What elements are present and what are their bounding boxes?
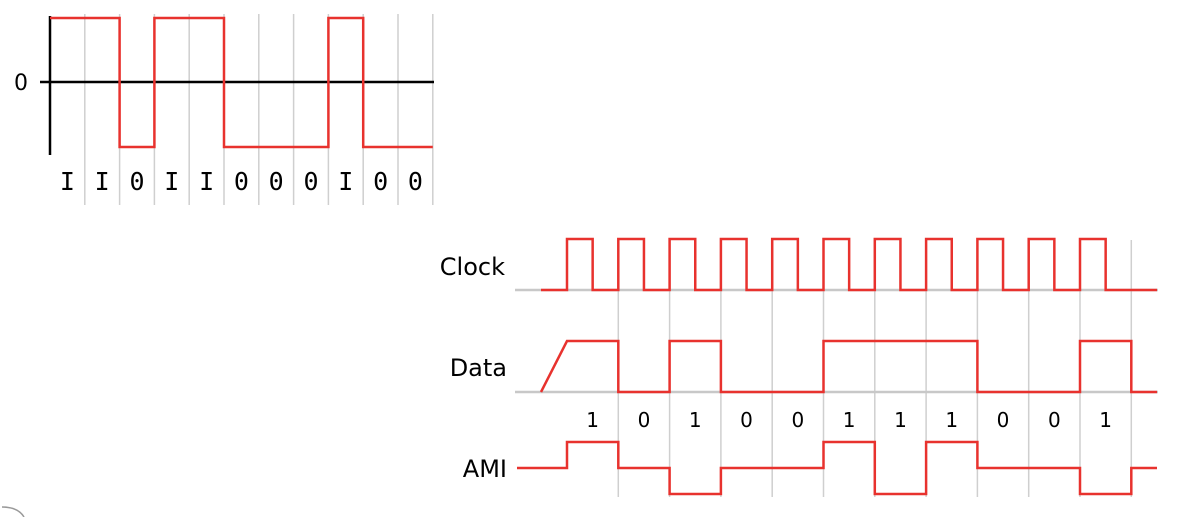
nrz-bit-label: I [338, 167, 353, 196]
data-bit-label: 1 [843, 408, 856, 432]
data-bit-label: 0 [1048, 408, 1061, 432]
data-bit-label: 1 [586, 408, 599, 432]
nrz-bit-label: I [60, 167, 75, 196]
data-bit-label: 1 [945, 408, 958, 432]
data-row-label: Data [450, 354, 507, 382]
nrz-signal-trace [50, 16, 433, 149]
clock-signal-trace [541, 237, 1157, 292]
data-bit-label: 0 [638, 408, 651, 432]
data-bit-labels: 1 0 1 0 0 1 1 1 0 0 1 [586, 408, 1112, 432]
ami-row-label: AMI [463, 455, 507, 483]
nrz-bit-label: I [199, 167, 214, 196]
nrz-bit-label: 0 [129, 167, 144, 196]
ami-signal-trace [517, 440, 1157, 496]
data-bit-label: 0 [997, 408, 1010, 432]
nrz-bit-label: 0 [269, 167, 284, 196]
nrz-bit-label: 0 [373, 167, 388, 196]
nrz-bit-label: 0 [303, 167, 318, 196]
data-bit-label: 1 [689, 408, 702, 432]
data-bit-label: 0 [740, 408, 753, 432]
data-bit-label: 1 [894, 408, 907, 432]
clock-row-label: Clock [440, 253, 505, 281]
ami-encoding-diagram: Clock Data 1 0 1 0 0 1 1 1 0 0 1 AMI [440, 237, 1158, 497]
nrz-bit-label: I [164, 167, 179, 196]
data-signal-trace [539, 339, 1157, 394]
nrz-bit-label: 0 [234, 167, 249, 196]
data-bit-label: 0 [791, 408, 804, 432]
data-bit-label: 1 [1099, 408, 1112, 432]
nrz-bit-label: 0 [408, 167, 423, 196]
nrz-bit-label: I [95, 167, 110, 196]
nrz-zero-label: 0 [14, 71, 28, 96]
cursor-fragment-icon [1, 506, 25, 517]
